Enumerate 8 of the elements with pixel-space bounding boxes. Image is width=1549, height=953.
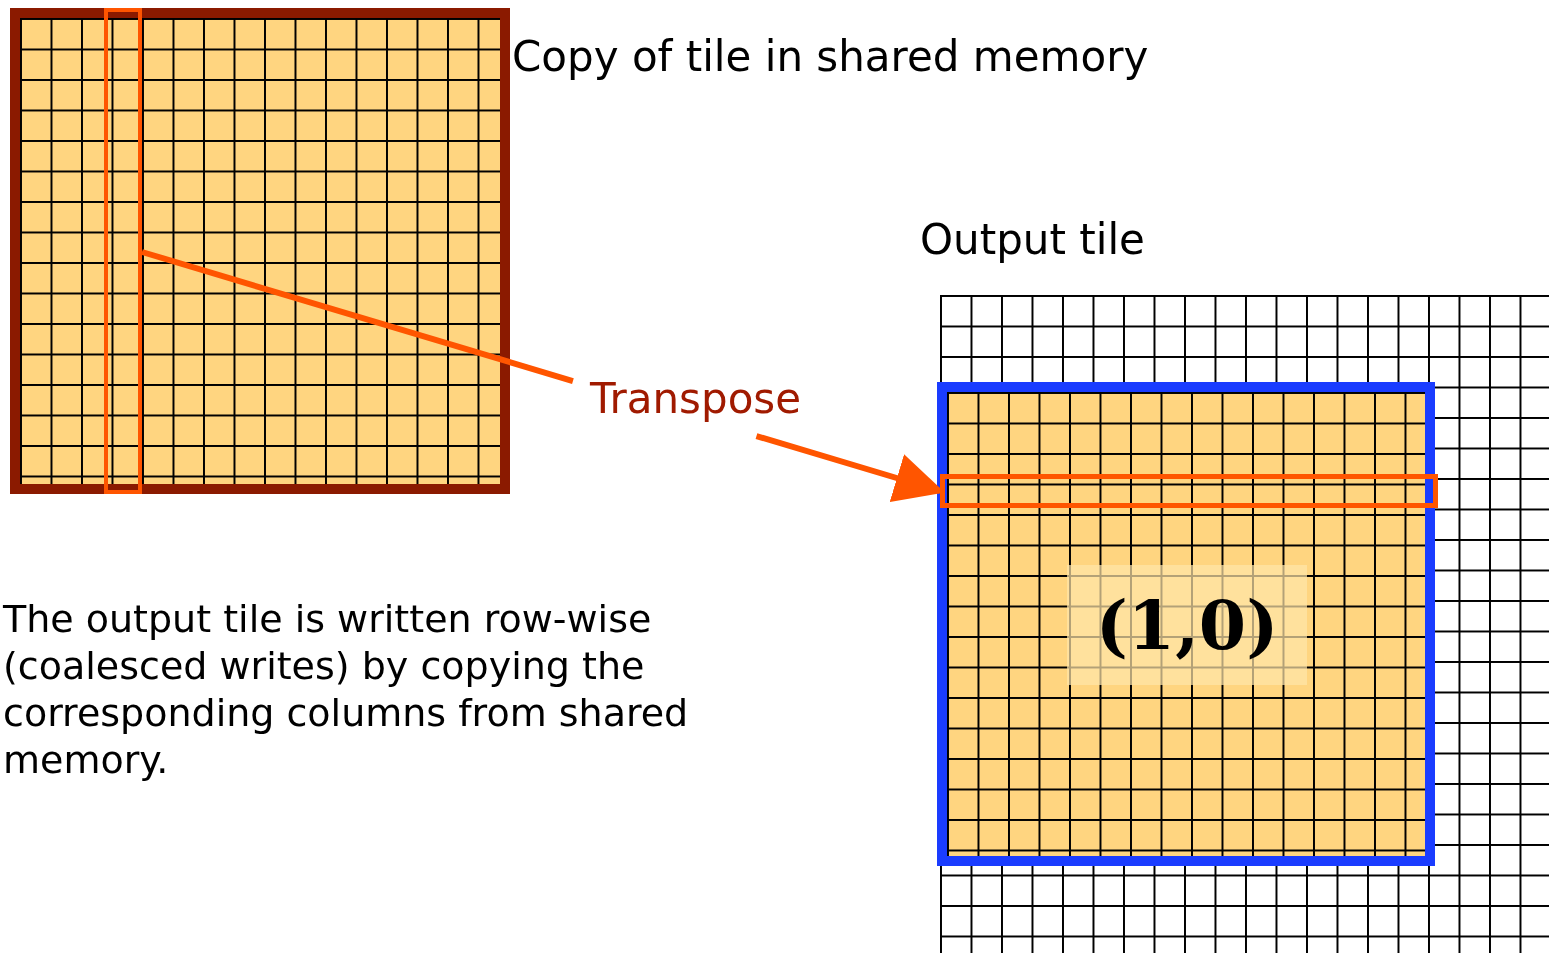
column-highlight	[104, 8, 142, 494]
edge-label: Transpose	[590, 374, 802, 423]
tile-coordinate: (1,0)	[1067, 565, 1307, 685]
output-tile	[937, 382, 1435, 866]
tile-heading: Copy of tile in shared memory	[512, 32, 1149, 81]
note-text: The output tile is written row-wise (coalesced writes) by copying the corresponding columns from shared memory.	[3, 596, 690, 784]
grid-heading: Output tile	[920, 215, 1145, 264]
row-highlight	[940, 474, 1438, 508]
